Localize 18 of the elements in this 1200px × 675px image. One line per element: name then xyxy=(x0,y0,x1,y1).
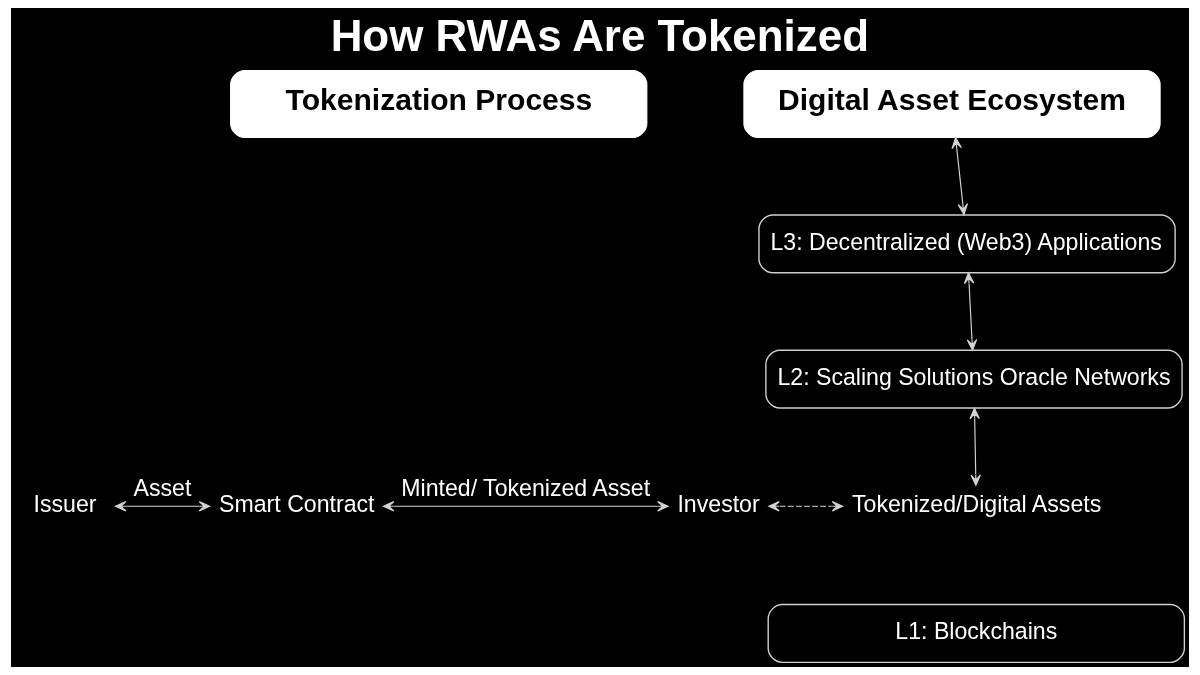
node-text: Smart Contract xyxy=(219,491,375,518)
node-text: Issuer xyxy=(33,491,97,518)
edge-label: Asset xyxy=(133,474,192,501)
arrow xyxy=(951,137,969,216)
arrow xyxy=(768,501,844,512)
node-box: Digital Asset Ecosystem xyxy=(743,69,1161,139)
node-box: L2: Scaling Solutions Oracle Networks xyxy=(765,349,1183,409)
arrow xyxy=(969,407,981,486)
arrow xyxy=(114,501,211,512)
node-text: Tokenized/Digital Assets xyxy=(852,491,1102,518)
node-text: Investor xyxy=(677,491,760,518)
arrow xyxy=(963,272,978,351)
diagram-title: How RWAs Are Tokenized xyxy=(330,11,869,61)
node-box: Tokenization Process xyxy=(230,69,648,139)
edge-label: Minted/ Tokenized Asset xyxy=(401,474,651,501)
node-box: L3: Decentralized (Web3) Applications xyxy=(758,214,1176,274)
node-box: L1: Blockchains xyxy=(767,603,1186,664)
arrow xyxy=(382,501,669,512)
